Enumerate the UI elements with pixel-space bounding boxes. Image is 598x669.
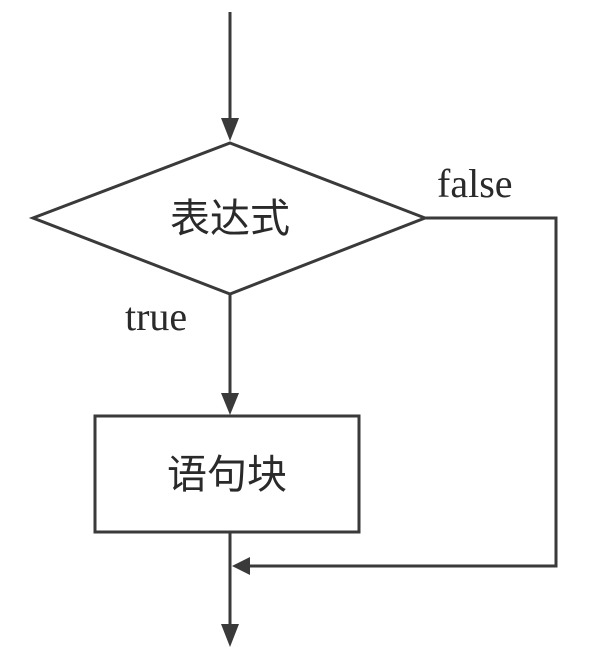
exit-arrow [221,624,239,647]
entry-arrow [221,118,239,141]
false-branch-arrow [232,557,250,575]
statement-block [93,414,361,534]
false-label: false [437,161,513,206]
false-branch-line [248,216,558,568]
true-branch-arrow [221,393,239,415]
condition-label: 表达式 [170,196,290,242]
block-label: 语句块 [167,452,287,498]
true-label: true [125,294,187,339]
